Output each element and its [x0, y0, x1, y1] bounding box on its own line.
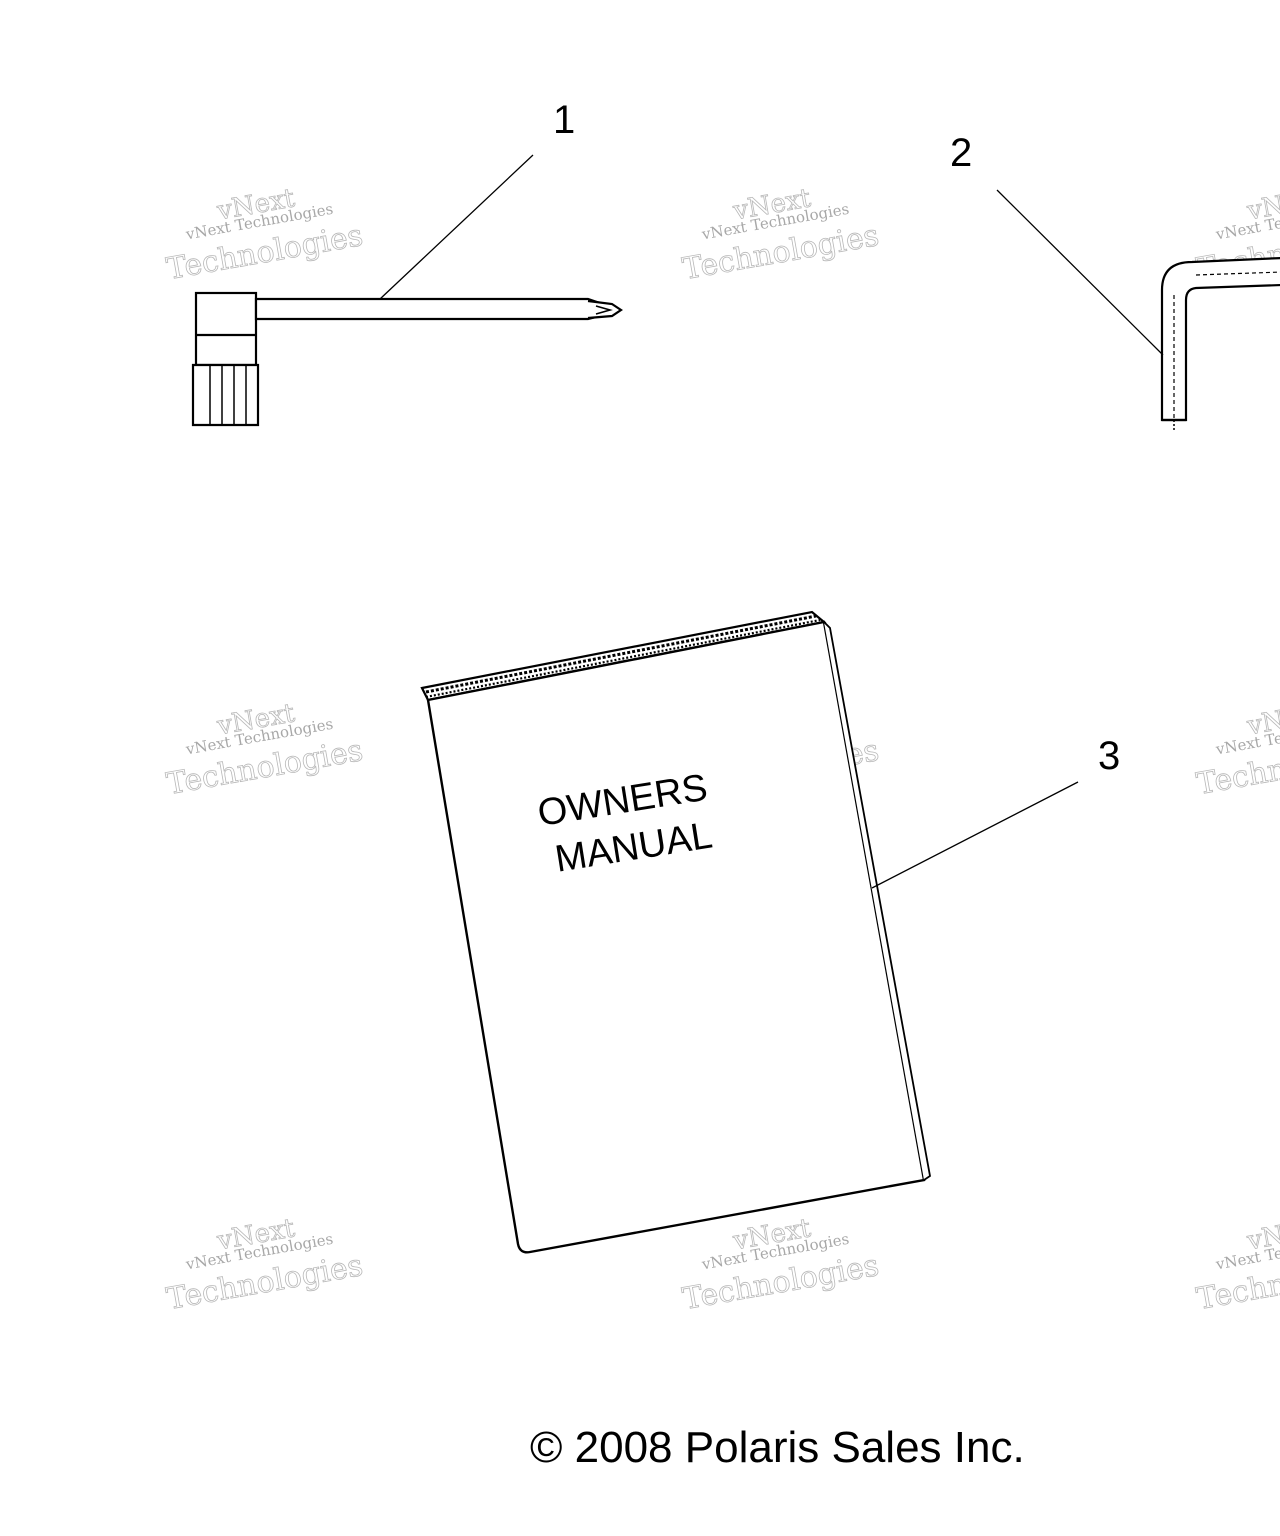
screwdriver-tool [191, 291, 623, 427]
leader-line-3 [871, 781, 1079, 889]
callout-2: 2 [950, 131, 972, 175]
tool-grip [191, 363, 260, 427]
callout-3: 3 [1098, 734, 1120, 778]
watermark: vNext vNext Technologies Technologies [1194, 698, 1280, 803]
watermark: vNext vNext Technologies Technologies [164, 698, 366, 803]
owners-manual: OWNERS MANUAL [420, 610, 931, 1254]
tool-handle-body [194, 291, 258, 367]
leader-lines [379, 154, 1164, 889]
copyright-text: © 2008 Polaris Sales Inc. [530, 1423, 1025, 1472]
leader-line-2 [996, 189, 1164, 356]
manual-cover [426, 620, 926, 1254]
callout-1: 1 [553, 98, 575, 142]
tool-tip [587, 299, 623, 320]
watermark: vNext vNext Technologies Technologies [164, 183, 366, 288]
tool-shaft [254, 297, 602, 321]
watermark: vNext vNext Technologies Technologies [680, 183, 882, 288]
hex-key [1160, 256, 1280, 430]
leader-line-1 [379, 154, 534, 300]
watermark: vNext vNext Technologies Technologies [1194, 1213, 1280, 1318]
hex-key-body [1160, 256, 1280, 422]
watermark: vNext vNext Technologies Technologies [164, 1213, 366, 1318]
